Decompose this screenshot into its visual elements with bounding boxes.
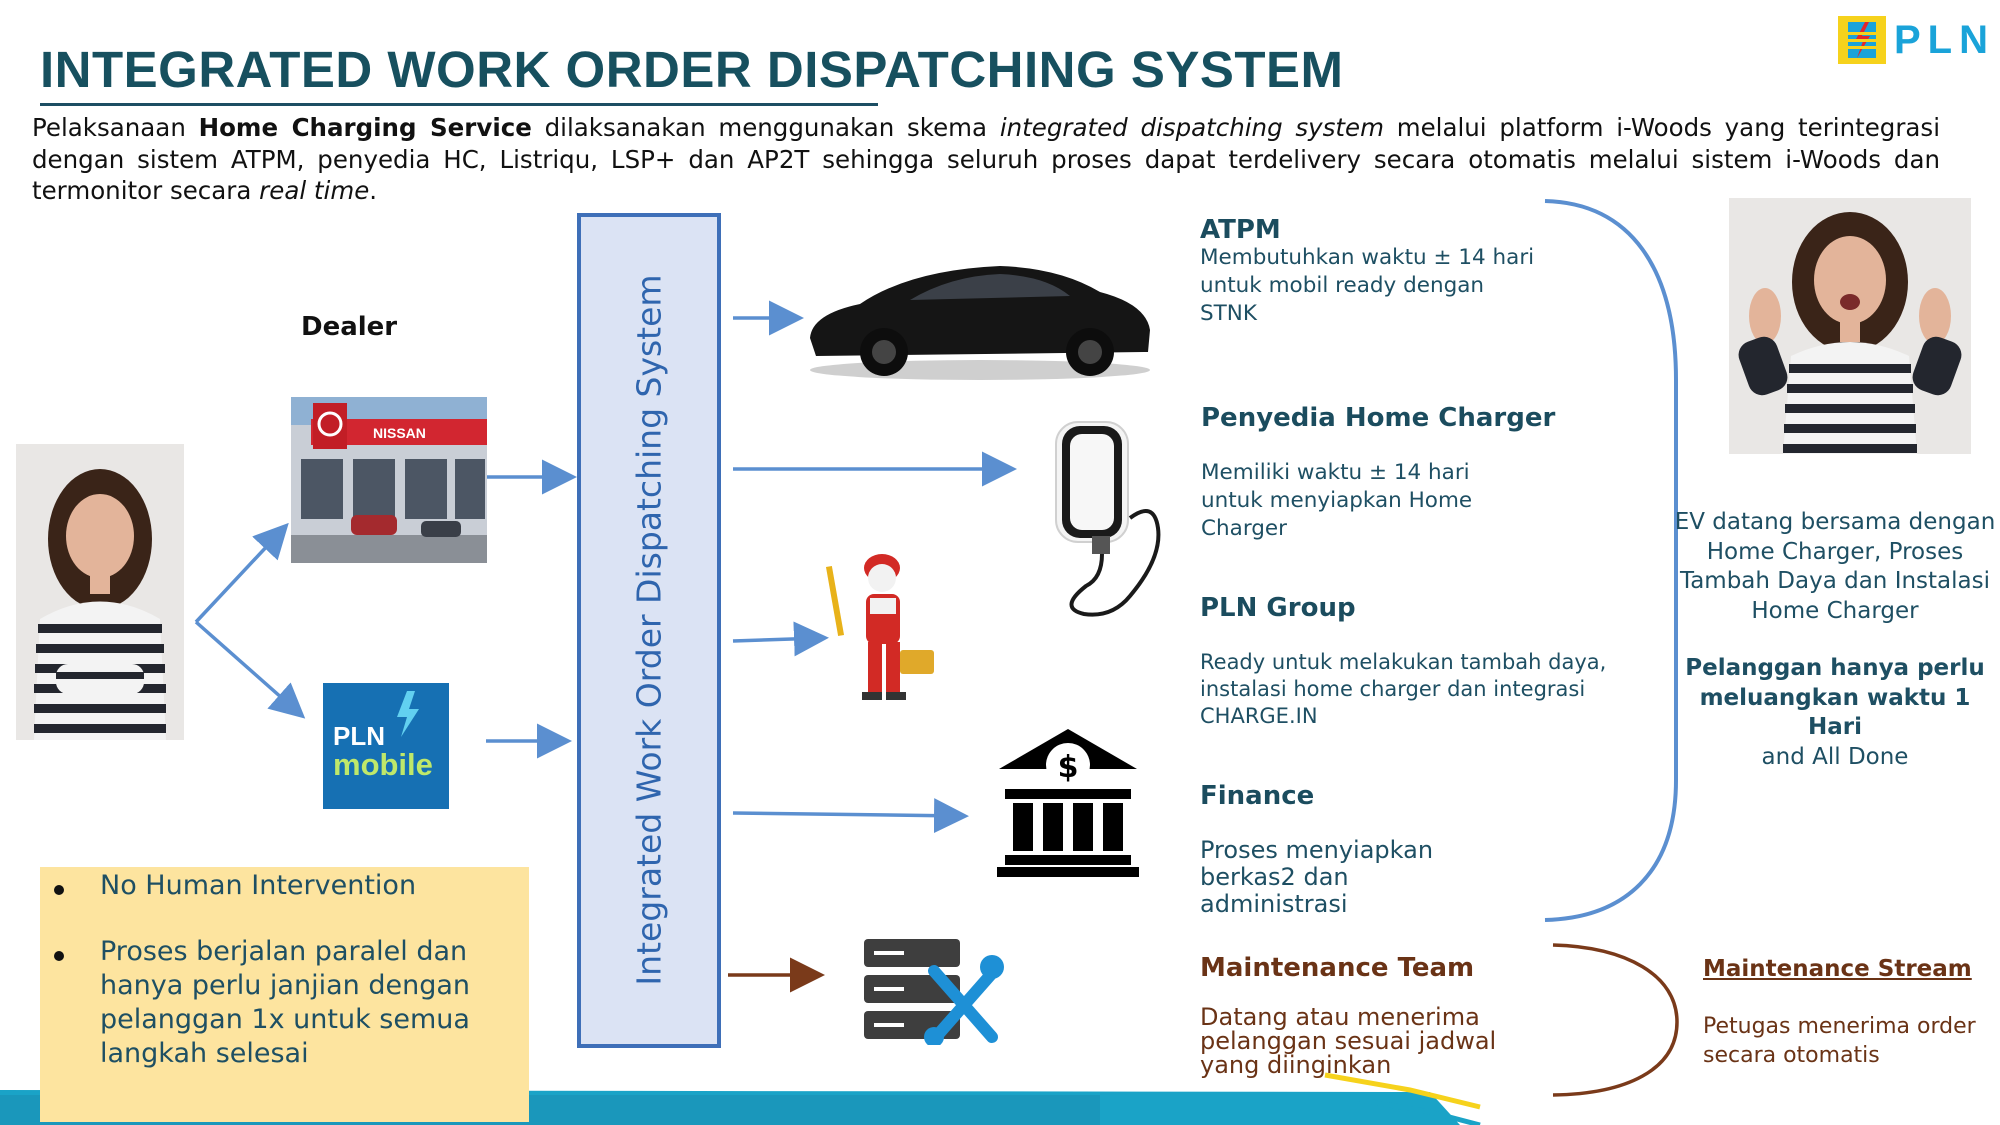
bullet-icon bbox=[54, 885, 64, 895]
charger-provider-title: Penyedia Home Charger bbox=[1201, 403, 1556, 433]
nissan-dealer-photo: NISSAN bbox=[291, 397, 487, 563]
maintenance-stream-title: Maintenance Stream bbox=[1703, 956, 1972, 982]
result-summary: Pelanggan hanya perlu meluangkan waktu 1… bbox=[1670, 654, 2000, 772]
intro-bold-service: Home Charging Service bbox=[198, 113, 532, 142]
pln-logo: PLN bbox=[1838, 12, 1988, 70]
pln-group-title: PLN Group bbox=[1200, 593, 1356, 623]
svg-text:NISSAN: NISSAN bbox=[373, 425, 426, 441]
customer-photo-right bbox=[1729, 198, 1971, 454]
atpm-desc: Membutuhkan waktu ± 14 hari untuk mobil … bbox=[1200, 245, 1535, 326]
finance-desc: Proses menyiapkan berkas2 dan administra… bbox=[1200, 836, 1434, 918]
app-icon-text-mobile: mobile bbox=[333, 747, 433, 782]
result-description: EV datang bersama dengan Home Charger, P… bbox=[1674, 509, 1996, 624]
result-summary-rest: and All Done bbox=[1761, 743, 1909, 770]
intro-italic-realtime: real time bbox=[259, 176, 370, 205]
customer-photo-left bbox=[16, 444, 184, 740]
svg-text:$: $ bbox=[1058, 750, 1079, 785]
bullet-icon bbox=[54, 951, 64, 961]
arrow-customer-dealer bbox=[194, 522, 289, 624]
brace-maintenance bbox=[1552, 943, 1679, 1097]
brace-stakeholders bbox=[1544, 199, 1678, 922]
server-maintenance-icon bbox=[864, 937, 1004, 1047]
home-charger-icon bbox=[1052, 418, 1172, 618]
pln-mobile-app-icon: PLN mobile bbox=[323, 683, 449, 809]
bank-icon: $ bbox=[997, 727, 1139, 877]
note-item: Proses berjalan paralel dan hanya perlu … bbox=[100, 936, 470, 1069]
intro-text-3: melalui platform i-Woods yang terintegra… bbox=[32, 113, 1940, 205]
atpm-title: ATPM bbox=[1200, 215, 1281, 245]
result-summary-bold: Pelanggan hanya perlu meluangkan waktu 1… bbox=[1685, 655, 1985, 740]
intro-text-2: dilaksanakan menggunakan skema bbox=[531, 113, 1000, 142]
arrow-customer-app bbox=[194, 620, 306, 719]
arrow-dispatch-finance bbox=[732, 798, 969, 834]
car-icon bbox=[800, 252, 1160, 382]
finance-title: Finance bbox=[1200, 781, 1315, 811]
dealer-label: Dealer bbox=[301, 312, 398, 342]
page-title: INTEGRATED WORK ORDER DISPATCHING SYSTEM bbox=[40, 41, 1344, 98]
pln-logo-mark-icon bbox=[1838, 16, 1886, 64]
title-underline bbox=[40, 103, 878, 106]
intro-text-4: . bbox=[369, 176, 378, 205]
note-item: No Human Intervention bbox=[100, 870, 417, 901]
notes-box: No Human Intervention Proses berjalan pa… bbox=[40, 867, 529, 1122]
intro-text-1: Pelaksanaan bbox=[32, 113, 199, 142]
pln-logo-text: PLN bbox=[1894, 18, 1995, 62]
maintenance-team-desc: Datang atau menerima pelanggan sesuai ja… bbox=[1200, 1003, 1497, 1079]
intro-italic-system: integrated dispatching system bbox=[999, 113, 1384, 142]
dispatch-system-box bbox=[577, 213, 721, 1048]
maintenance-stream-desc: Petugas menerima order secara otomatis bbox=[1703, 1014, 1976, 1068]
maintenance-team-title: Maintenance Team bbox=[1200, 953, 1475, 983]
technician-icon bbox=[822, 546, 942, 706]
app-icon-text-pln: PLN bbox=[333, 721, 385, 751]
arrow-dispatch-pln bbox=[732, 621, 829, 657]
intro-paragraph: Pelaksanaan Home Charging Service dilaks… bbox=[32, 112, 1940, 207]
charger-provider-desc: Memiliki waktu ± 14 hari untuk menyiapka… bbox=[1201, 460, 1473, 541]
dispatch-system-label: Integrated Work Order Dispatching System bbox=[629, 274, 669, 986]
pln-group-desc: Ready untuk melakukan tambah daya, insta… bbox=[1200, 650, 1607, 728]
